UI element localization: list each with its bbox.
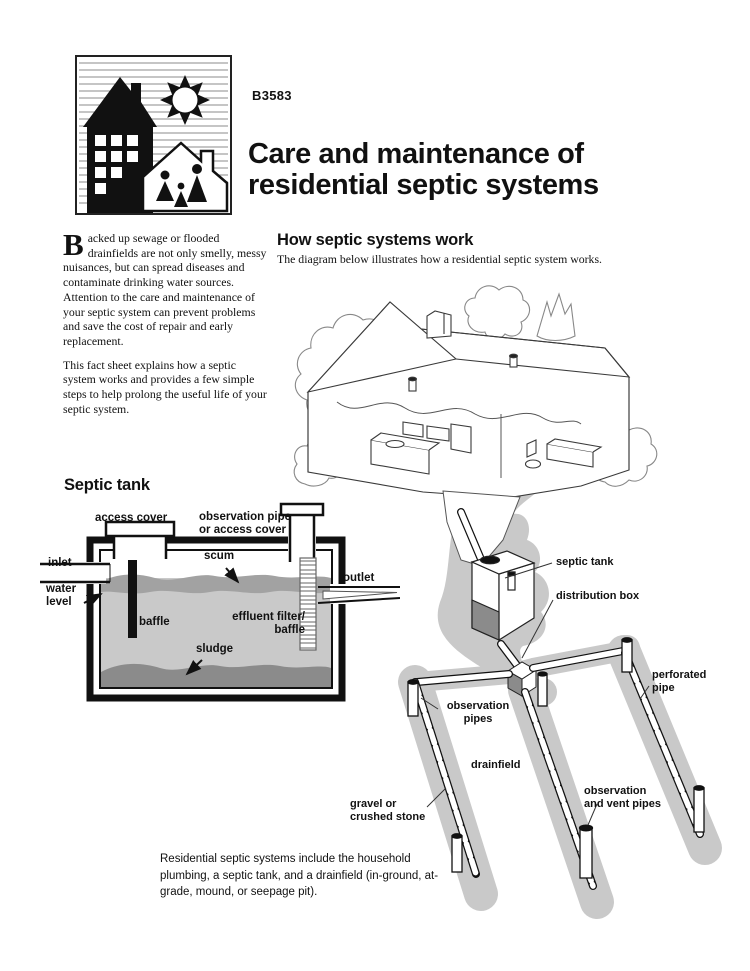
sewer-pipe: [457, 508, 487, 568]
label-gravel-crushed-stone: gravel or crushed stone: [350, 798, 426, 823]
tank-scum-layer: [101, 574, 331, 594]
house-cutaway-drawing: [306, 301, 631, 567]
observation-pipe-riser: [279, 502, 325, 562]
label-inlet: inlet: [48, 557, 72, 569]
label-observation-pipes: observation pipes: [446, 700, 510, 725]
bathroom-fixtures: [524, 438, 603, 469]
label-outlet: outlet: [343, 572, 375, 584]
how-section-heading: How septic systems work: [277, 231, 474, 249]
label-access-cover: access cover: [95, 512, 168, 524]
house-family-sun-logo: [75, 55, 232, 215]
label-perforated-pipe: perforated pipe: [652, 669, 707, 694]
effluent-filter: [299, 557, 317, 651]
tank-section-heading: Septic tank: [64, 476, 150, 494]
observation-pipe-icon: [407, 637, 705, 879]
leader-lines: [420, 562, 650, 826]
label-baffle: baffle: [139, 616, 170, 628]
drop-cap: B: [63, 227, 84, 262]
septic-tank-cross-section: [40, 502, 400, 702]
label-water-level: water level: [46, 583, 77, 608]
how-section-subtitle: The diagram below illustrates how a resi…: [277, 252, 602, 266]
publication-code: B3583: [252, 88, 292, 103]
outlet-pipe: [317, 584, 400, 604]
pointer-arrows: [83, 567, 240, 676]
system-caption: Residential septic systems include the h…: [160, 853, 439, 898]
access-cover-riser: [104, 520, 176, 559]
family-figures: [156, 164, 207, 207]
tank-sludge-layer: [101, 663, 331, 688]
label-distribution-box: distribution box: [556, 590, 640, 602]
label-drainfield: drainfield: [471, 759, 521, 771]
label-scum: scum: [204, 550, 235, 562]
page-title: Care and maintenance of residential sept…: [248, 138, 599, 201]
header-pipes: [413, 647, 627, 686]
tank-wall: [86, 536, 346, 702]
septic-tank-3d: [470, 550, 536, 642]
house-windows: [95, 135, 138, 194]
kitchen-fixtures: [370, 421, 472, 475]
label-observation-pipe: observation pipe or access cover: [199, 511, 292, 536]
label-observation-vent-pipes: observation and vent pipes: [584, 785, 662, 810]
intro-paragraph-2: This fact sheet explains how a septic sy…: [63, 357, 267, 416]
tank-outlet-pipe: [497, 640, 523, 672]
inlet-baffle: [128, 560, 137, 638]
tank-access-lid: [479, 555, 501, 565]
label-sludge: sludge: [196, 643, 234, 655]
inlet-pipe: [40, 562, 111, 584]
label-effluent-filter: effluent filter/ baffle: [232, 611, 305, 636]
label-septic-tank: septic tank: [556, 556, 614, 568]
septic-system-illustration: [293, 285, 722, 919]
